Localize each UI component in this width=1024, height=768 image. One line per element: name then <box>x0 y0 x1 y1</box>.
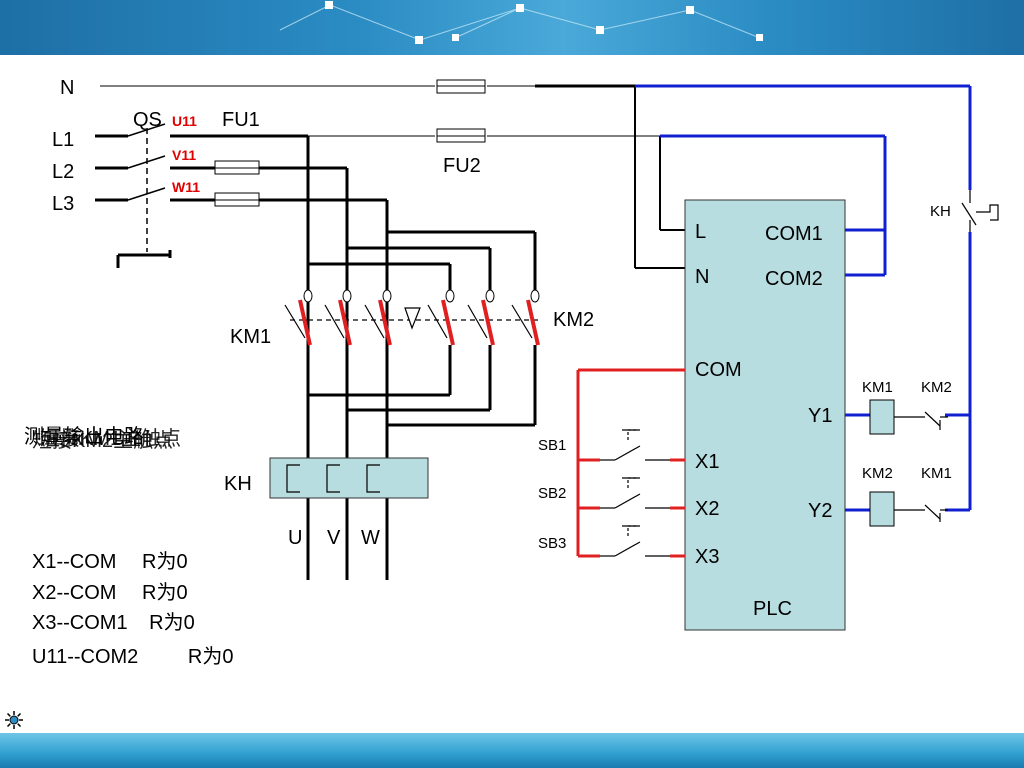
label-u: U <box>288 527 302 549</box>
label-sb3: SB3 <box>538 535 566 552</box>
plc-terminal-x3: X3 <box>695 546 719 568</box>
push-buttons <box>600 429 670 557</box>
label-sb1: SB1 <box>538 437 566 454</box>
label-y1-coil: KM1 <box>862 379 893 396</box>
plc-body <box>684 199 846 631</box>
label-l2: L2 <box>52 161 74 183</box>
overlay-measure-x1-value: R为0 <box>142 551 188 573</box>
overlay-measure-x1: X1--COM R为0 <box>32 545 188 574</box>
label-fu2: FU2 <box>443 155 481 177</box>
label-w: W <box>361 527 380 549</box>
label-fu1: FU1 <box>222 109 260 131</box>
label-kh: KH <box>224 473 252 495</box>
label-w11: W11 <box>172 179 200 195</box>
label-v: V <box>327 527 341 549</box>
label-km2: KM2 <box>553 309 594 331</box>
label-kh-contact: KH <box>930 203 951 220</box>
overlay-measure-x2: X2--COM R为0 <box>32 576 188 605</box>
label-km1: KM1 <box>230 326 271 348</box>
plc-terminal-x1: X1 <box>695 451 719 473</box>
output-coils <box>869 399 948 527</box>
label-n: N <box>60 77 74 99</box>
kh-nc-contact <box>961 190 999 232</box>
km-main-contacts <box>284 289 540 346</box>
overlay-measure-x2-value: R为0 <box>142 582 188 604</box>
red-input-wiring <box>576 368 685 558</box>
overlay-measure-x3-value: R为0 <box>149 612 195 634</box>
label-y1-interlock: KM2 <box>921 379 952 396</box>
plc-terminal-y1: Y1 <box>808 405 832 427</box>
measurement-u11-com2-label: U11--COM2 <box>32 646 139 668</box>
label-qs: QS <box>133 109 162 131</box>
label-y2-interlock: KM1 <box>921 465 952 482</box>
label-sb2: SB2 <box>538 485 566 502</box>
overlay-measure-x2-label: X2--COM <box>32 582 117 604</box>
label-l3: L3 <box>52 193 74 215</box>
plc-terminal-y2: Y2 <box>808 500 832 522</box>
kh-thermal-relay <box>269 457 429 499</box>
label-l1: L1 <box>52 129 74 151</box>
bottom-banner <box>0 733 1024 768</box>
qs-switch <box>127 123 166 252</box>
plc-terminal-com1: COM1 <box>765 223 823 245</box>
power-wiring <box>95 84 685 580</box>
plc-terminal-com2: COM2 <box>765 268 823 290</box>
label-y2-coil: KM2 <box>862 465 893 482</box>
plc-terminal-com: COM <box>695 359 742 381</box>
blue-wiring <box>635 84 972 512</box>
label-v11: V11 <box>172 147 196 163</box>
overlay-heading-c: 短接KM1主触点 <box>40 428 182 450</box>
plc-terminal-l: L <box>695 221 706 243</box>
overlay-heading-b: 短接KM2主触点 <box>32 430 174 452</box>
measurement-u11-com2: U11--COM2 R为0 <box>32 640 233 669</box>
gear-icon[interactable] <box>4 710 24 730</box>
plc-terminal-x2: X2 <box>695 498 719 520</box>
plc-terminal-n: N <box>695 266 709 288</box>
overlay-measure-x1-label: X1--COM <box>32 551 117 573</box>
overlay-measure-x3-label: X3--COM1 <box>32 612 128 634</box>
plc-name: PLC <box>753 598 792 620</box>
banner-network-decoration <box>279 1 763 44</box>
label-u11: U11 <box>172 113 197 129</box>
overlay-heading-a: 测量输出电路 <box>24 426 144 448</box>
measurement-u11-com2-value: R为0 <box>187 646 234 668</box>
top-banner <box>0 0 1024 55</box>
overlay-measure-x3: X3--COM1 R为0 <box>32 606 195 635</box>
fuses <box>214 79 486 207</box>
